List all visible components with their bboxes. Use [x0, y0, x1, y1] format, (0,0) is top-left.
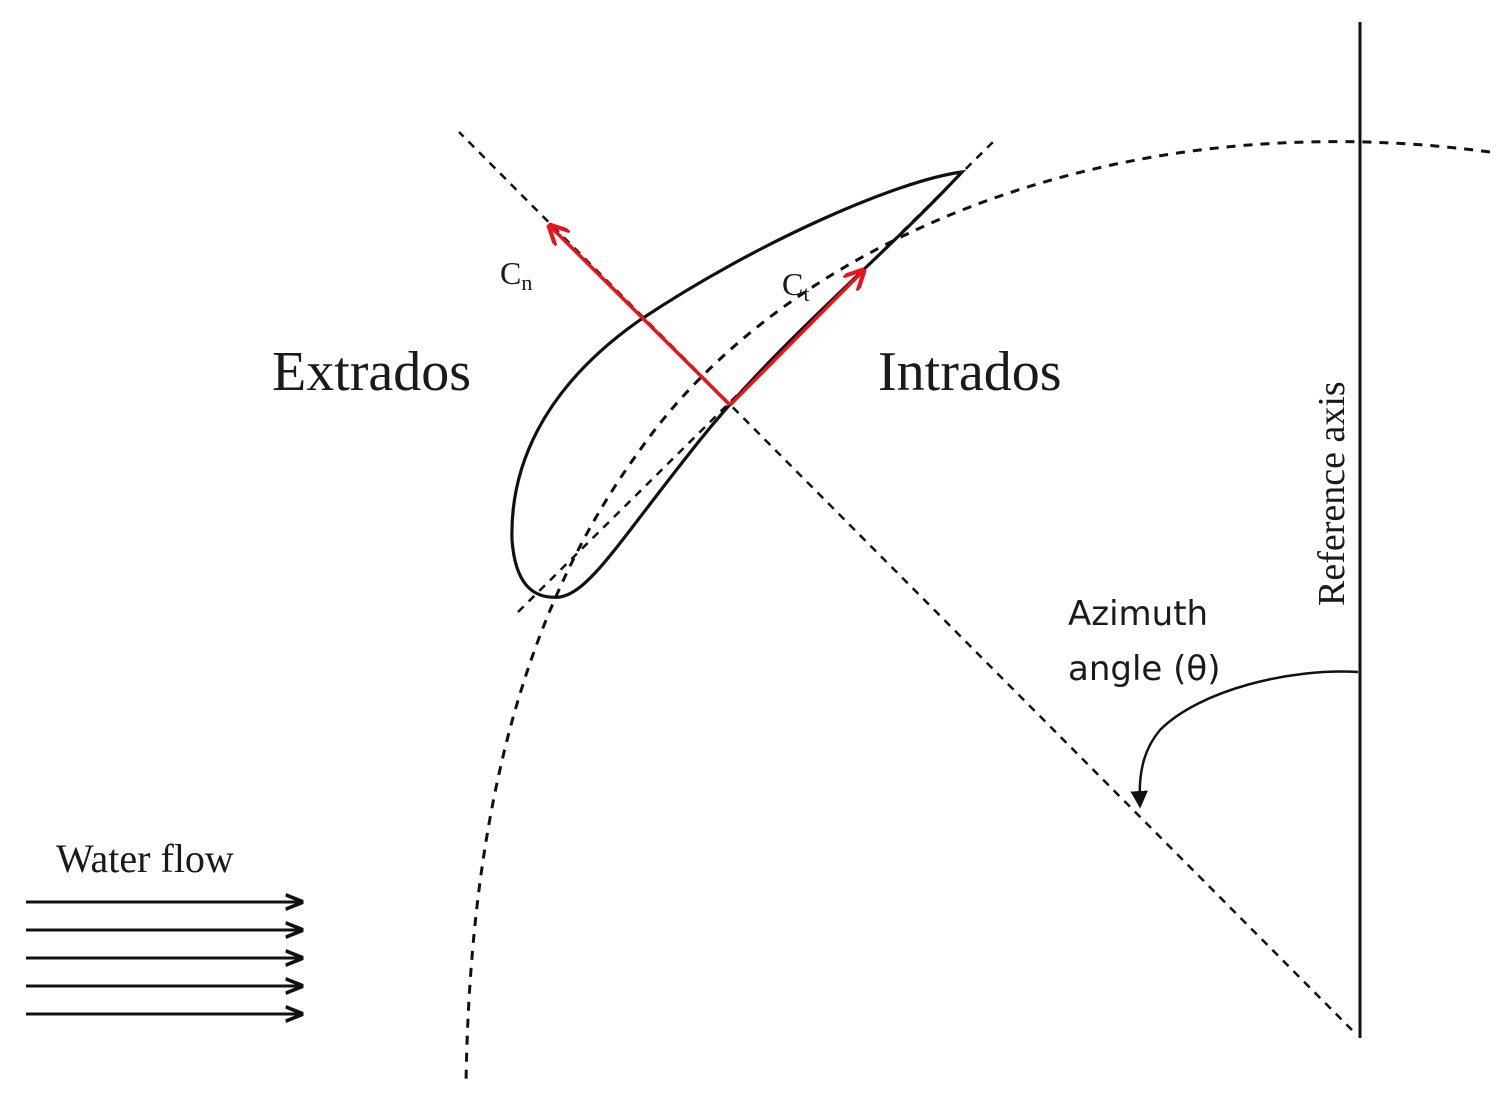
cn-vector: [551, 227, 732, 407]
blade-profile: [510, 169, 967, 599]
ct-label-main: C: [782, 266, 803, 302]
ct-vector: [728, 272, 862, 407]
ct-label: Ct: [782, 266, 809, 306]
ct-label-sub: t: [803, 281, 809, 306]
azimuth-angle-arc: [1130, 670, 1359, 809]
water-flow-arrows: [26, 902, 300, 1014]
reference-axis-label: Reference axis: [1311, 381, 1353, 606]
intrados-label: Intrados: [878, 341, 1062, 403]
water-flow-label: Water flow: [56, 836, 234, 881]
extrados-label: Extrados: [272, 341, 471, 403]
rotor-path-arc: [464, 140, 1491, 1086]
cn-label: Cn: [500, 255, 532, 295]
azimuth-label-line2: angle (θ): [1068, 649, 1220, 689]
cn-label-sub: n: [521, 270, 532, 295]
azimuth-label-line1: Azimuth: [1068, 594, 1208, 634]
cn-label-main: C: [500, 255, 521, 291]
